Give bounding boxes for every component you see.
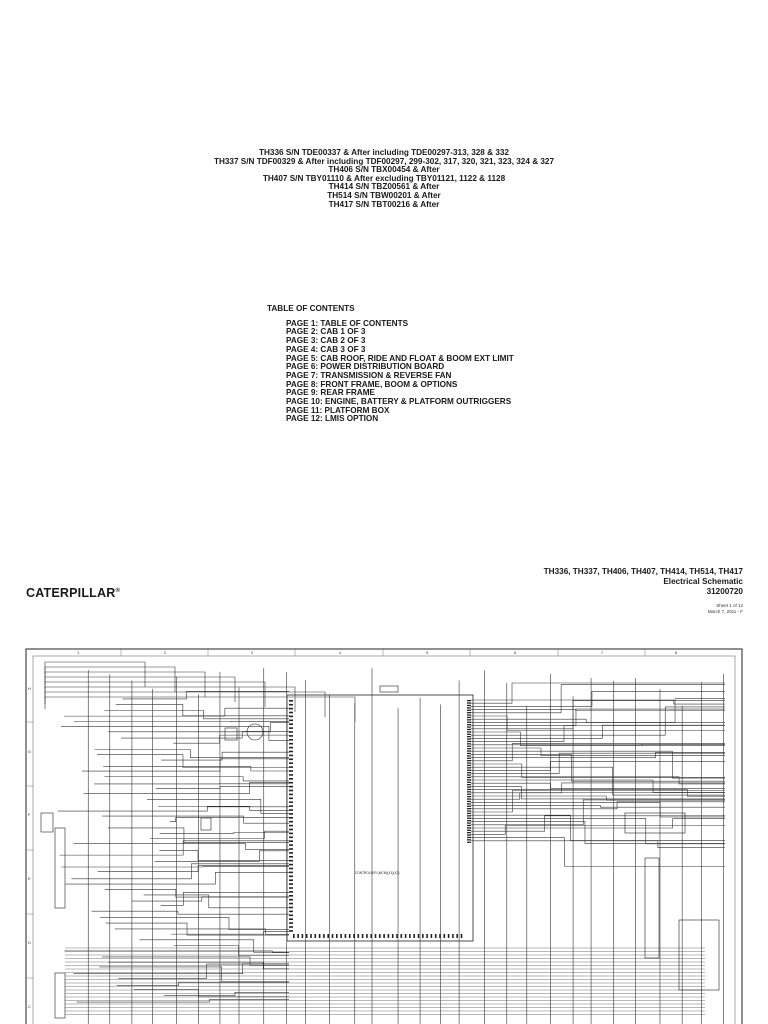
schematic-inner-border (32, 655, 736, 1024)
border-ticks (26, 649, 646, 979)
row-marker: F (28, 812, 31, 817)
column-marker: 1 (77, 650, 80, 655)
schematic-border (25, 648, 743, 1024)
wiring (44, 661, 725, 1024)
row-marker: E (28, 876, 31, 881)
column-markers: 1 2 3 4 5 6 7 8 (77, 650, 678, 655)
column-marker: 8 (675, 650, 678, 655)
row-marker: H (28, 686, 31, 691)
toc-entry: PAGE 8: FRONT FRAME, BOOM & OPTIONS (286, 379, 458, 389)
toc-entry: PAGE 6: POWER DISTRIBUTION BOARD (286, 362, 445, 372)
toc-entry: PAGE 5: CAB ROOF, RIDE AND FLOAT & BOOM … (286, 353, 514, 363)
toc-entry: PAGE 1: TABLE OF CONTENTS (286, 318, 409, 328)
column-marker: 4 (339, 650, 342, 655)
row-markers: H G F E D C (28, 686, 31, 1009)
column-marker: 5 (426, 650, 429, 655)
toc-entry: PAGE 7: TRANSMISSION & REVERSE FAN (286, 370, 452, 380)
brand-name: CATERPILLAR (26, 586, 116, 600)
model-list: TH336, TH337, TH406, TH407, TH414, TH514… (543, 567, 743, 576)
caterpillar-logo: CATERPILLAR® (26, 586, 120, 600)
sheet-number: Sheet 1 of 12 (716, 603, 743, 608)
document-number: 31200720 (706, 587, 743, 596)
brand-mark: ® (115, 587, 121, 594)
document-type: Electrical Schematic (663, 577, 743, 586)
column-marker: 7 (601, 650, 604, 655)
serial-line: TH417 S/N TBT00216 & After (328, 199, 440, 209)
toc-entry: PAGE 2: CAB 1 OF 3 (286, 327, 366, 337)
toc-entry: PAGE 11: PLATFORM BOX (286, 405, 390, 415)
toc-entry: PAGE 12: LMIS OPTION (286, 414, 379, 424)
row-marker: D (28, 940, 31, 945)
toc-page-list: PAGE 1: TABLE OF CONTENTS PAGE 2: CAB 1 … (286, 318, 514, 424)
serial-line: TH336 S/N TDE00337 & After including TDE… (259, 148, 509, 157)
serial-line: TH407 S/N TBY01110 & After excluding TBY… (262, 173, 506, 183)
serial-line: TH514 S/N TBW00201 & After (327, 190, 441, 200)
schematic-drawing: 1 2 3 4 5 6 7 8 H G F E D C CONTROLLER (… (25, 648, 743, 1024)
table-of-contents: TABLE OF CONTENTS PAGE 1: TABLE OF CONTE… (267, 304, 514, 424)
row-marker: G (28, 749, 31, 754)
column-marker: 3 (251, 650, 254, 655)
sheet-info: Sheet 1 of 12 March 7, 2011 - F (708, 603, 743, 615)
serial-number-block: TH336 S/N TDE00337 & After including TDE… (0, 148, 768, 209)
toc-title: TABLE OF CONTENTS (267, 304, 355, 313)
serial-line: TH337 S/N TDF00329 & After including TDF… (213, 156, 555, 166)
column-marker: 2 (164, 650, 167, 655)
row-marker: C (28, 1004, 31, 1009)
title-block: TH336, TH337, TH406, TH407, TH414, TH514… (544, 567, 743, 597)
toc-entry: PAGE 3: CAB 2 OF 3 (286, 336, 366, 346)
toc-entry: PAGE 10: ENGINE, BATTERY & PLATFORM OUTR… (286, 397, 512, 407)
controller-box (286, 694, 474, 942)
toc-entry: PAGE 9: REAR FRAME (286, 388, 376, 398)
serial-line: TH406 S/N TBX00454 & After (328, 165, 440, 175)
serial-line: TH414 S/N TBZ00561 & After (328, 182, 440, 192)
revision-date: March 7, 2011 - F (707, 609, 743, 614)
connector-pins (289, 700, 471, 938)
column-marker: 6 (514, 650, 517, 655)
connectors (40, 685, 720, 1019)
toc-entry: PAGE 4: CAB 3 OF 3 (286, 344, 366, 354)
controller-label: CONTROLLER (MCM)(X1)(X2) (355, 871, 399, 875)
